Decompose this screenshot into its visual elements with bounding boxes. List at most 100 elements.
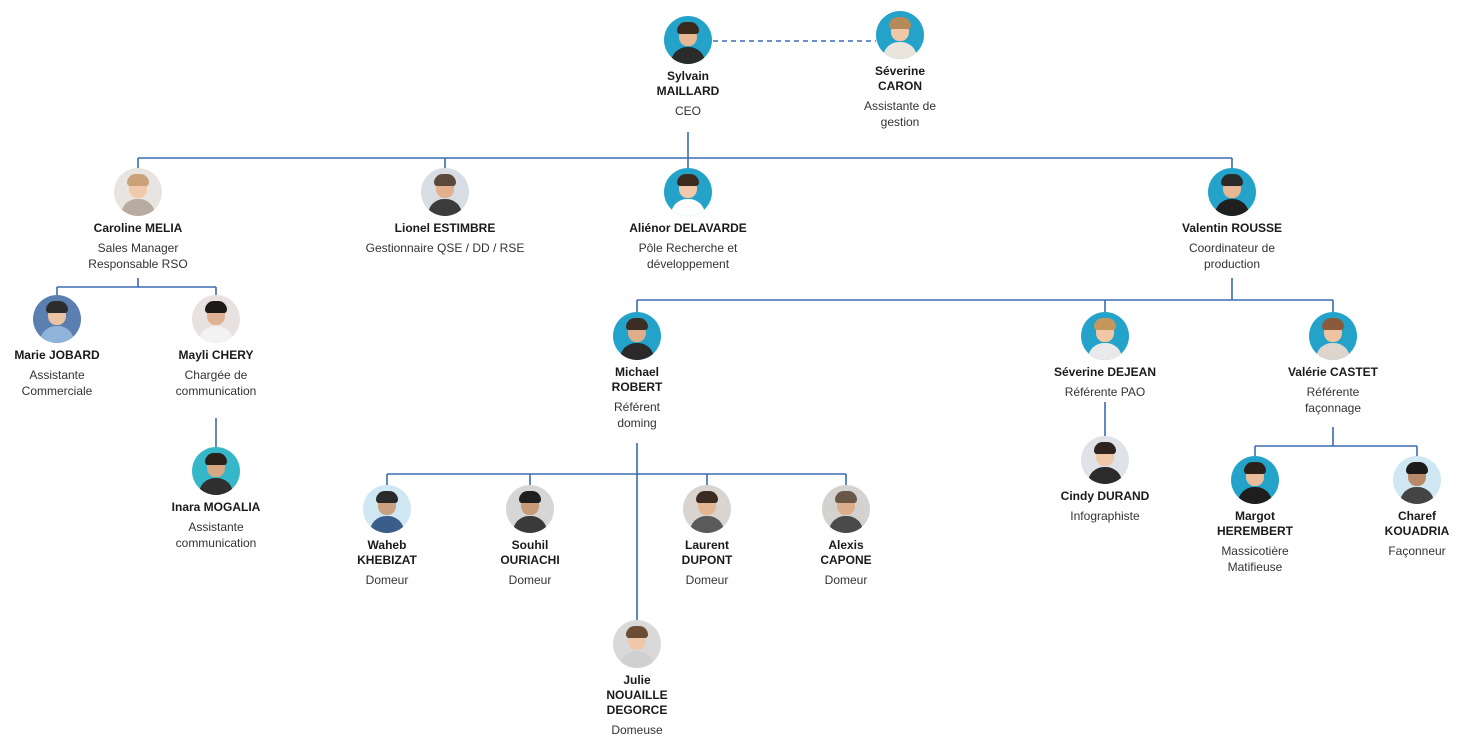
avatar	[421, 168, 469, 216]
person-name-line: Séverine DEJEAN	[1053, 365, 1157, 379]
person-card-durand: Cindy DURAND Infographiste	[1020, 436, 1190, 524]
person-name-line: HEREMBERT	[1216, 524, 1293, 538]
avatar	[363, 485, 411, 533]
person-name-line: Charef	[1397, 509, 1436, 523]
person-role-line: Assistante	[29, 368, 85, 382]
person-card-qse: Lionel ESTIMBRE Gestionnaire QSE / DD / R…	[360, 168, 530, 256]
person-role-line: Référente	[1306, 385, 1360, 399]
person-role: Référente façonnage	[1248, 384, 1418, 416]
person-name: Cindy DURAND	[1020, 489, 1190, 504]
avatar	[192, 447, 240, 495]
person-name-line: Alexis	[828, 538, 864, 552]
person-role-line: communication	[175, 536, 257, 550]
avatar	[1081, 312, 1129, 360]
person-role-line: Sales Manager	[97, 241, 179, 255]
person-name: Valérie CASTET	[1248, 365, 1418, 380]
person-role: Domeuse	[552, 722, 722, 738]
avatar	[1208, 168, 1256, 216]
person-name-line: Cindy DURAND	[1060, 489, 1150, 503]
person-role-line: Chargée de	[184, 368, 248, 382]
avatar	[114, 168, 162, 216]
person-role-line: doming	[617, 416, 657, 430]
person-role: Référent doming	[552, 399, 722, 431]
person-name-line: KHEBIZAT	[357, 553, 417, 567]
person-role-line: production	[1203, 257, 1261, 271]
person-role-line: communication	[175, 384, 257, 398]
person-name-line: MAILLARD	[656, 84, 720, 98]
person-role-line: Référent	[613, 400, 661, 414]
person-card-castet: Valérie CASTET Référente façonnage	[1248, 312, 1418, 416]
person-role-line: Responsable RSO	[88, 257, 188, 271]
person-role-line: Assistante de	[863, 99, 937, 113]
person-role-line: façonnage	[1304, 401, 1362, 415]
person-role: Domeur	[761, 572, 931, 588]
avatar	[613, 620, 661, 668]
person-name-line: CARON	[878, 79, 922, 93]
person-role: CEO	[603, 103, 773, 119]
person-role: Pôle Recherche et développement	[603, 240, 773, 272]
person-role-line: Domeur	[685, 573, 729, 587]
person-name-line: KOUADRIA	[1384, 524, 1450, 538]
person-name-line: CAPONE	[820, 553, 872, 567]
avatar	[1309, 312, 1357, 360]
person-name: Séverine DEJEAN	[1020, 365, 1190, 380]
person-role: Domeur	[302, 572, 472, 588]
person-name-line: DEGORCE	[606, 703, 668, 717]
avatar	[613, 312, 661, 360]
person-name-line: Lionel ESTIMBRE	[394, 221, 496, 235]
person-role-line: Domeur	[365, 573, 409, 587]
person-role: Façonneur	[1332, 543, 1471, 559]
person-role-line: développement	[646, 257, 730, 271]
person-name-line: Mayli CHERY	[178, 348, 254, 362]
person-name-line: Caroline MELIA	[93, 221, 183, 235]
person-card-mogalia: Inara MOGALIA Assistante communication	[131, 447, 301, 551]
person-role-line: Matifieuse	[1227, 560, 1283, 574]
person-role: Infographiste	[1020, 508, 1190, 524]
avatar	[192, 295, 240, 343]
avatar	[1081, 436, 1129, 484]
person-name: Mayli CHERY	[131, 348, 301, 363]
person-name-line: Margot	[1235, 509, 1275, 523]
person-role-line: Commerciale	[21, 384, 93, 398]
person-role-line: Domeuse	[611, 723, 663, 737]
person-name-line: Inara MOGALIA	[171, 500, 261, 514]
person-role-line: Pôle Recherche et	[638, 241, 738, 255]
person-card-chery: Mayli CHERY Chargée de communication	[131, 295, 301, 399]
person-name-line: Valérie CASTET	[1287, 365, 1379, 379]
person-name-line: Marie JOBARD	[14, 348, 100, 362]
person-card-rd: Aliénor DELAVARDE Pôle Recherche et dévelo…	[603, 168, 773, 272]
person-role-line: Assistante	[188, 520, 244, 534]
person-name-line: OURIACHI	[500, 553, 560, 567]
person-name-line: Souhil	[511, 538, 549, 552]
person-role: Gestionnaire QSE / DD / RSE	[360, 240, 530, 256]
person-role-line: Domeur	[508, 573, 552, 587]
avatar	[1393, 456, 1441, 504]
person-name-line: Séverine	[874, 64, 926, 78]
person-name-line: Julie	[623, 673, 651, 687]
person-role: Assistante communication	[131, 519, 301, 551]
avatar	[1231, 456, 1279, 504]
person-name: Marie JOBARD	[0, 348, 142, 363]
person-name: Aliénor DELAVARDE	[603, 221, 773, 236]
avatar	[683, 485, 731, 533]
